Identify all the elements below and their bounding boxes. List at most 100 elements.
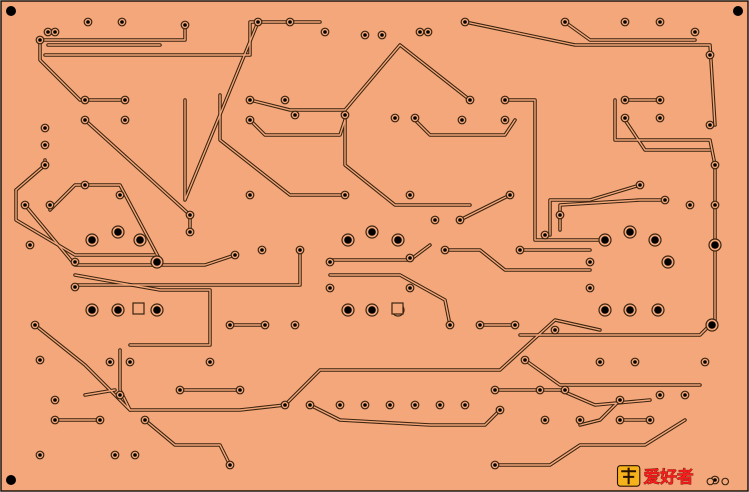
drill-hole: [393, 116, 397, 120]
mounting-hole: [6, 6, 16, 16]
drill-hole: [626, 228, 634, 236]
drill-hole: [248, 98, 252, 102]
drill-hole: [688, 203, 692, 207]
drill-hole: [48, 203, 52, 207]
drill-hole: [508, 193, 512, 197]
drill-hole: [368, 306, 376, 314]
drill-hole: [108, 360, 112, 364]
drill-hole: [73, 285, 77, 289]
drill-hole: [53, 398, 57, 402]
drill-hole: [43, 143, 47, 147]
drill-hole: [368, 228, 376, 236]
drill-hole: [53, 30, 57, 34]
drill-hole: [338, 403, 342, 407]
drill-hole: [43, 126, 47, 130]
traces: [14, 20, 717, 467]
drill-hole: [344, 236, 352, 244]
drill-hole: [498, 408, 502, 412]
drill-hole: [658, 98, 662, 102]
drill-hole: [43, 163, 47, 167]
drill-hole: [46, 30, 50, 34]
drill-hole: [228, 323, 232, 327]
drill-hole: [703, 360, 707, 364]
drill-hole: [208, 360, 212, 364]
drill-hole: [563, 20, 567, 24]
drill-hole: [98, 418, 102, 422]
logo-mark-icon: [616, 465, 641, 487]
drill-hole: [238, 388, 242, 392]
drill-hole: [408, 193, 412, 197]
drill-hole: [118, 393, 122, 397]
drill-hole: [713, 163, 717, 167]
drill-hole: [113, 453, 117, 457]
drill-hole: [623, 20, 627, 24]
drill-hole: [648, 418, 652, 422]
pads: [20, 17, 722, 485]
drill-hole: [426, 30, 430, 34]
drill-hole: [88, 306, 96, 314]
drill-hole: [256, 20, 260, 24]
drill-hole: [438, 403, 442, 407]
drill-hole: [433, 218, 437, 222]
drill-hole: [248, 193, 252, 197]
drill-hole: [28, 243, 32, 247]
drill-hole: [623, 116, 627, 120]
drill-hole: [363, 33, 367, 37]
drill-hole: [601, 236, 609, 244]
drill-hole: [448, 323, 452, 327]
drill-hole: [83, 118, 87, 122]
drill-hole: [708, 53, 712, 57]
mounting-hole: [733, 6, 743, 16]
drill-hole: [344, 306, 352, 314]
drill-hole: [153, 306, 161, 314]
drill-hole: [563, 388, 567, 392]
drill-hole: [120, 20, 124, 24]
square-pad: [132, 302, 145, 315]
drill-hole: [413, 403, 417, 407]
drill-hole: [188, 213, 192, 217]
drill-hole: [86, 20, 90, 24]
drill-hole: [260, 248, 264, 252]
drill-hole: [626, 306, 634, 314]
drill-hole: [658, 393, 662, 397]
drill-hole: [654, 306, 662, 314]
drill-hole: [664, 258, 672, 266]
drill-hole: [503, 98, 507, 102]
drill-hole: [658, 116, 662, 120]
drill-hole: [651, 236, 659, 244]
drill-hole: [283, 403, 287, 407]
drill-hole: [468, 98, 472, 102]
square-pad: [391, 302, 404, 315]
drill-hole: [308, 403, 312, 407]
drill-hole: [518, 248, 522, 252]
drill-hole: [248, 118, 252, 122]
drill-hole: [693, 30, 697, 34]
drill-hole: [463, 403, 467, 407]
drill-hole: [408, 256, 412, 260]
drill-hole: [123, 118, 127, 122]
drill-hole: [713, 203, 717, 207]
drill-hole: [298, 248, 302, 252]
drill-hole: [323, 30, 327, 34]
drill-hole: [53, 418, 57, 422]
drill-hole: [293, 113, 297, 117]
drill-hole: [73, 260, 77, 264]
drill-hole: [328, 260, 332, 264]
drill-hole: [228, 463, 232, 467]
drill-hole: [638, 183, 642, 187]
drill-hole: [188, 230, 192, 234]
drill-hole: [118, 193, 122, 197]
drill-hole: [538, 388, 542, 392]
drill-hole: [328, 286, 332, 290]
drill-hole: [558, 213, 562, 217]
drill-hole: [123, 98, 127, 102]
drill-hole: [493, 463, 497, 467]
drill-hole: [114, 306, 122, 314]
drill-hole: [513, 323, 517, 327]
drill-hole: [114, 228, 122, 236]
drill-hole: [408, 286, 412, 290]
drill-hole: [493, 388, 497, 392]
drill-hole: [380, 33, 384, 37]
